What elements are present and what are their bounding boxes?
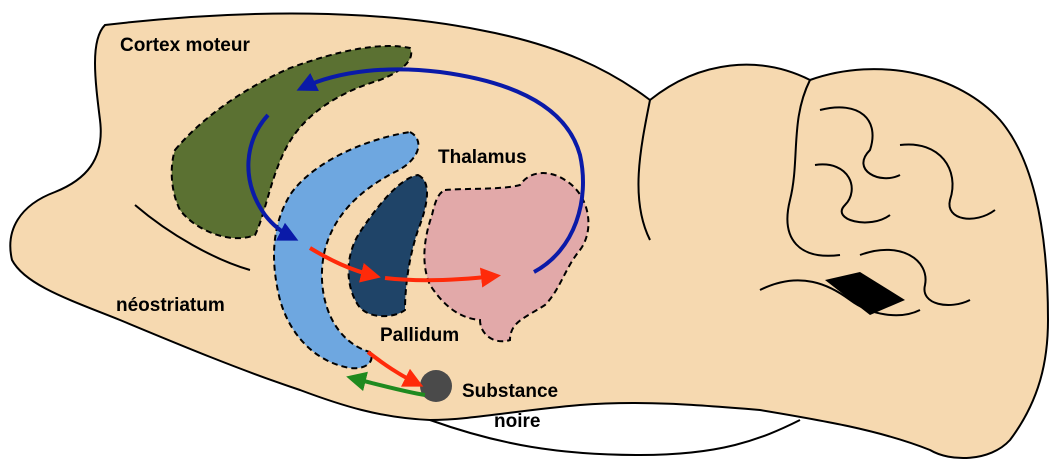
label-pallidum: Pallidum xyxy=(380,325,459,346)
label-neostriatum: néostriatum xyxy=(116,295,225,316)
brainstem-line xyxy=(430,420,800,455)
substance-noire-region xyxy=(420,370,452,402)
label-cortex-moteur: Cortex moteur xyxy=(120,35,250,56)
label-noire: noire xyxy=(494,411,540,432)
label-substance: Substance xyxy=(462,381,558,402)
label-thalamus: Thalamus xyxy=(438,147,527,168)
